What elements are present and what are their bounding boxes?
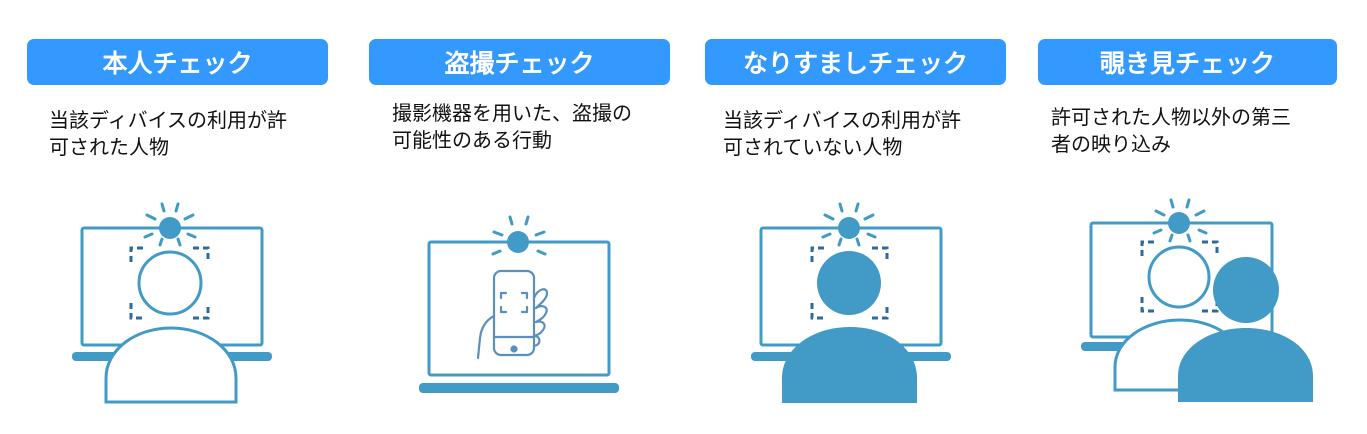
description-line: 当該ディバイスの利用が許	[49, 108, 287, 132]
webcam-icon	[1152, 198, 1208, 243]
webcam-icon	[821, 202, 877, 247]
card-description: 当該ディバイスの利用が許 可されていない人物	[723, 107, 961, 161]
face-detection-frame-icon	[129, 246, 210, 320]
body-icon	[782, 327, 917, 403]
smartphone-camera-icon	[419, 215, 619, 393]
description-line: 者の映り込み	[1051, 132, 1171, 156]
description-line: 撮影機器を用いた、盗撮の	[392, 101, 632, 125]
card-impersonation-check: なりすましチェック 当該ディバイスの利用が許 可されていない人物	[705, 39, 1006, 403]
card-title: 本人チェック	[27, 39, 328, 85]
authorized-head-icon	[1147, 245, 1211, 309]
description-line: 可された人物	[49, 135, 169, 159]
phone-in-hand-icon	[476, 269, 549, 360]
webcam-icon	[143, 202, 197, 247]
description-line: 可能性のある行動	[392, 128, 552, 152]
intruder-body-icon	[1178, 328, 1313, 402]
head-icon	[137, 250, 203, 316]
face-detection-frame-icon	[810, 246, 889, 320]
impersonator-icon	[751, 202, 951, 403]
card-title: 盗撮チェック	[369, 39, 670, 85]
head-icon	[817, 251, 881, 315]
description-line: 可されていない人物	[723, 135, 903, 159]
desk-icon	[419, 383, 619, 393]
card-title: なりすましチェック	[705, 39, 1006, 85]
card-voyeur-check: 盗撮チェック 撮影機器を用いた、盗撮の 可能性のある行動	[369, 39, 670, 393]
card-description: 許可された人物以外の第三 者の映り込み	[1051, 104, 1291, 158]
webcam-icon	[491, 215, 547, 256]
intruder-head-icon	[1213, 257, 1279, 323]
authorized-person-icon	[72, 202, 272, 404]
description-line: 許可された人物以外の第三	[1051, 105, 1291, 129]
card-description: 撮影機器を用いた、盗撮の 可能性のある行動	[392, 100, 632, 154]
description-line: 当該ディバイスの利用が許	[723, 108, 961, 132]
card-identity-check: 本人チェック 当該ディバイスの利用が許 可された人物	[0, 0, 340, 434]
card-title: 覗き見チェック	[1038, 39, 1337, 85]
card-description: 当該ディバイスの利用が許 可された人物	[49, 107, 287, 161]
body-icon	[104, 326, 238, 404]
